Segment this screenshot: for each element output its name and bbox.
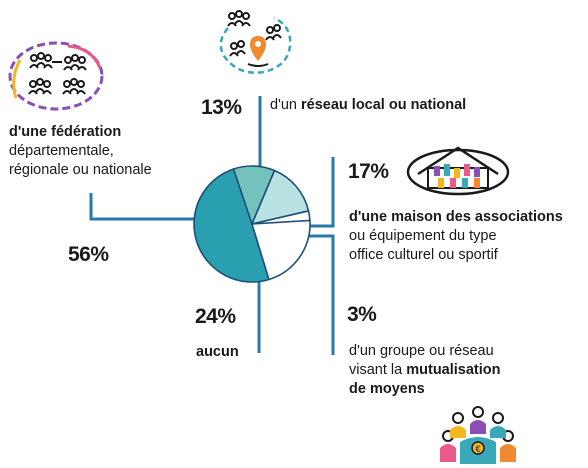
slice-federation <box>193 168 270 283</box>
label-federation-bold: d'une fédération <box>9 124 122 140</box>
label-reseau-prefix: d'un <box>270 97 301 113</box>
label-federation-line1: départementale, <box>9 143 114 159</box>
label-reseau: d'un réseau local ou national <box>270 96 466 115</box>
label-groupe-line2-prefix: visant la <box>349 362 407 378</box>
pct-label-groupe: 3% <box>347 303 377 326</box>
label-federation: d'une fédération départementale, régiona… <box>9 123 152 180</box>
label-maison-line2: office culturel ou sportif <box>349 247 498 263</box>
label-aucun: aucun <box>196 344 239 360</box>
label-reseau-bold: réseau local ou national <box>301 97 467 113</box>
crowd-icon: € <box>440 406 516 464</box>
label-maison: d'une maison des associations ou équipem… <box>349 208 563 265</box>
label-groupe: d'un groupe ou réseau visant la mutualis… <box>349 342 501 399</box>
pct-label-federation: 56% <box>68 243 109 266</box>
label-federation-line2: régionale ou nationale <box>9 162 152 178</box>
label-groupe-line1: d'un groupe ou réseau <box>349 343 494 359</box>
pie-slices <box>193 165 311 283</box>
people-map-icon <box>219 10 292 74</box>
pct-label-reseau: 13% <box>201 96 242 119</box>
label-maison-bold: d'une maison des associations <box>349 209 563 225</box>
svg-text:€: € <box>475 444 480 454</box>
label-maison-line1: ou équipement du type <box>349 228 497 244</box>
connector-groupe <box>305 234 335 355</box>
people-network-icon <box>8 41 104 111</box>
slice-maison <box>251 169 310 225</box>
slice-aucun <box>251 219 311 281</box>
connector-federation <box>89 193 210 221</box>
label-groupe-line3-bold: de moyens <box>349 381 425 397</box>
house-associations-icon <box>406 146 510 196</box>
label-groupe-line2-bold: mutualisation <box>406 362 501 378</box>
pct-label-maison: 17% <box>348 160 389 183</box>
pct-label-aucun: 24% <box>195 305 236 328</box>
